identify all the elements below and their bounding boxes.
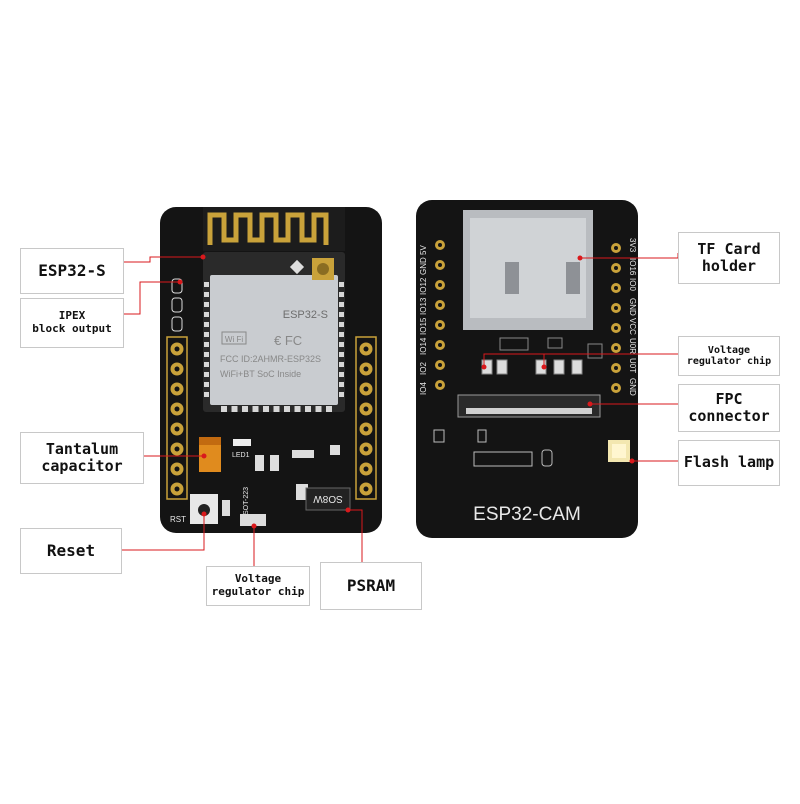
- label-vreg-right-line2: regulator chip: [686, 356, 772, 367]
- rst-label: RST: [170, 515, 186, 524]
- front-board: ESP32-S Wi Fi € FC FCC ID:2AHMR-ESP32S W…: [160, 207, 382, 533]
- label-ipex-line1: IPEX: [58, 309, 86, 323]
- module-shield: [210, 275, 338, 405]
- front-pin-headers: [170, 342, 373, 496]
- back-left-pin-label: IO14: [419, 337, 428, 355]
- back-left-pin-label: IO2: [419, 362, 428, 375]
- antenna-trace: [207, 212, 329, 245]
- back-right-pin-label: IO0: [628, 278, 637, 291]
- board-name-text: ESP32-CAM: [473, 504, 581, 525]
- label-esp32s: ESP32-S: [20, 248, 124, 294]
- label-tf-card-line1: TF Card: [697, 239, 761, 258]
- label-fpc-line1: FPC: [715, 389, 743, 408]
- label-ipex: IPEX block output: [20, 298, 124, 348]
- label-vreg-bottom-line1: Voltage: [234, 572, 282, 586]
- label-tantalum-line1: Tantalum: [45, 439, 119, 458]
- soc-text: WiFi+BT SoC Inside: [220, 369, 301, 379]
- back-left-pin-label: IO12: [419, 277, 428, 295]
- label-flash: Flash lamp: [678, 440, 780, 486]
- module-name-text: ESP32-S: [283, 309, 328, 321]
- back-left-pin-label: IO4: [419, 382, 428, 395]
- label-tantalum-line2: capacitor: [41, 457, 123, 475]
- back-right-pin-label: IO16: [628, 258, 637, 276]
- back-left-pin-label: 5V: [419, 245, 428, 255]
- psram-chip-label: SO8W: [313, 493, 343, 504]
- label-vreg-right-line1: Voltage: [707, 344, 751, 356]
- label-psram-text: PSRAM: [346, 575, 396, 595]
- label-esp32s-text: ESP32-S: [38, 260, 106, 280]
- label-tf-card: TF Card holder: [678, 232, 780, 284]
- label-vreg-bottom-line2: regulator chip: [211, 585, 305, 598]
- label-fpc: FPC connector: [678, 384, 780, 432]
- wifi-logo-text: Wi Fi: [225, 335, 243, 344]
- label-tf-card-line2: holder: [701, 257, 757, 275]
- back-left-pin-label: IO13: [419, 297, 428, 315]
- back-right-pin-label: GND: [628, 378, 637, 396]
- label-fpc-line2: connector: [688, 407, 770, 425]
- label-vreg-right: Voltage regulator chip: [678, 336, 780, 376]
- label-flash-text: Flash lamp: [683, 453, 775, 472]
- back-right-pin-label: U0R: [628, 338, 637, 354]
- led-label: LED1: [232, 452, 250, 459]
- back-right-pin-label: GND: [628, 298, 637, 316]
- label-tantalum: Tantalum capacitor: [20, 432, 144, 484]
- label-reset: Reset: [20, 528, 122, 574]
- back-right-pin-label: U0T: [628, 358, 637, 373]
- ce-fc-mark: € FC: [274, 333, 302, 348]
- sot-label: SOT-223: [243, 487, 250, 515]
- leader-dots: [177, 254, 635, 529]
- back-left-pin-label: GND: [419, 257, 428, 275]
- back-pin-pads: [435, 240, 621, 393]
- tantalum-capacitor: [199, 437, 221, 472]
- label-reset-text: Reset: [46, 540, 96, 560]
- back-left-pin-label: IO15: [419, 317, 428, 335]
- fcc-id-text: FCC ID:2AHMR-ESP32S: [220, 354, 321, 364]
- leader-lines: [122, 253, 679, 568]
- label-psram: PSRAM: [320, 562, 422, 610]
- module-pads: [204, 282, 344, 412]
- back-right-pin-label: VCC: [628, 318, 637, 335]
- back-right-pin-label: 3V3: [628, 238, 637, 253]
- regulator-part: [240, 514, 266, 526]
- label-vreg-bottom: Voltage regulator chip: [206, 566, 310, 606]
- label-ipex-line2: block output: [32, 322, 112, 335]
